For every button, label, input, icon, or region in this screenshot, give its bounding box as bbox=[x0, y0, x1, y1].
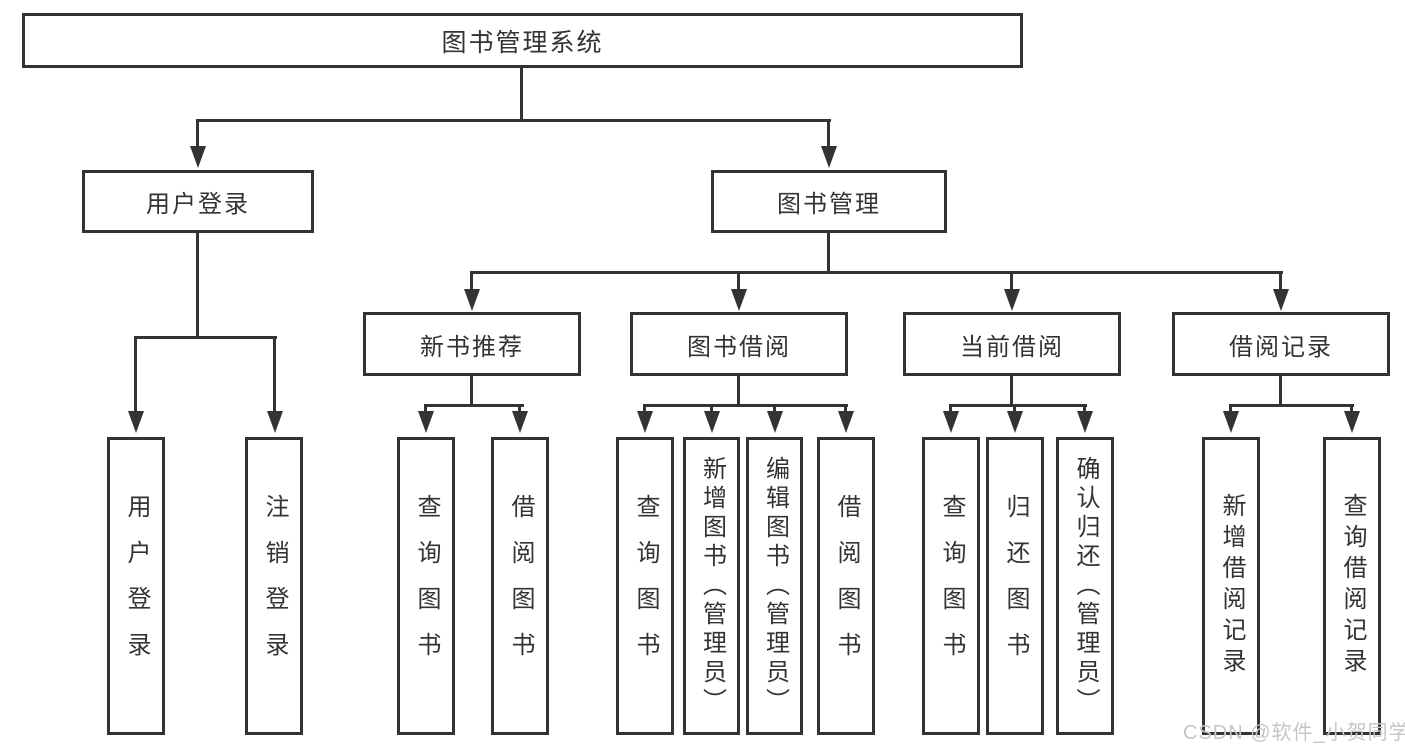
connector-line bbox=[643, 404, 646, 413]
connector-line bbox=[1083, 404, 1086, 413]
connector-line bbox=[424, 404, 427, 413]
arrowhead-icon bbox=[1004, 289, 1020, 311]
connector-line bbox=[273, 336, 276, 413]
leaf-label: 查询图书 bbox=[413, 494, 440, 678]
node-book-management: 图书管理 bbox=[711, 170, 947, 233]
arrowhead-icon bbox=[637, 411, 653, 433]
arrowhead-icon bbox=[190, 146, 206, 168]
leaf-label: 用户登录 bbox=[123, 494, 150, 678]
arrowhead-icon bbox=[1077, 411, 1093, 433]
connector-line bbox=[710, 404, 713, 413]
leaf-label: 查询借阅记录 bbox=[1339, 493, 1366, 679]
connector-line bbox=[1010, 271, 1013, 291]
leaf-label: 新增借阅记录 bbox=[1218, 493, 1245, 679]
connector-line bbox=[1350, 404, 1353, 413]
leaf-current-query-books: 查询图书 bbox=[922, 437, 980, 735]
leaf-label: 归还图书 bbox=[1002, 494, 1029, 678]
arrowhead-icon bbox=[128, 411, 144, 433]
leaf-logout: 注销登录 bbox=[245, 437, 303, 735]
leaf-borrow-add-books: 新增图书（管理员） bbox=[683, 437, 740, 735]
connector-line bbox=[196, 119, 199, 148]
connector-line bbox=[518, 404, 521, 413]
connector-line bbox=[844, 404, 847, 413]
connector-line bbox=[1010, 376, 1013, 407]
connector-line bbox=[827, 233, 830, 274]
connector-line bbox=[1013, 404, 1016, 413]
connector-line bbox=[470, 376, 473, 407]
node-book-borrowing: 图书借阅 bbox=[630, 312, 848, 376]
connector-line bbox=[827, 119, 830, 148]
node-new-book-recommend: 新书推荐 bbox=[363, 312, 581, 376]
connector-line bbox=[196, 119, 831, 122]
leaf-label: 查询图书 bbox=[938, 494, 965, 678]
connector-line bbox=[1279, 376, 1282, 407]
leaf-user-login: 用户登录 bbox=[107, 437, 165, 735]
leaf-current-return-books: 归还图书 bbox=[986, 437, 1044, 735]
connector-line bbox=[1229, 404, 1232, 413]
connector-line bbox=[470, 271, 1283, 274]
leaf-label: 查询图书 bbox=[632, 494, 659, 678]
arrowhead-icon bbox=[704, 411, 720, 433]
csdn-watermark: CSDN @软件_小贺同学 bbox=[1183, 722, 1405, 744]
leaf-borrow-edit-books: 编辑图书（管理员） bbox=[746, 437, 803, 735]
leaf-current-confirm-return: 确认归还（管理员） bbox=[1056, 437, 1114, 735]
connector-line bbox=[949, 404, 1087, 407]
arrowhead-icon bbox=[943, 411, 959, 433]
arrowhead-icon bbox=[1344, 411, 1360, 433]
leaf-label: 借阅图书 bbox=[507, 494, 534, 678]
arrowhead-icon bbox=[838, 411, 854, 433]
leaf-borrow-borrow-books: 借阅图书 bbox=[817, 437, 875, 735]
arrowhead-icon bbox=[1273, 289, 1289, 311]
connector-line bbox=[470, 271, 473, 291]
connector-line bbox=[196, 233, 199, 338]
connector-line bbox=[134, 336, 137, 413]
node-current-borrowing: 当前借阅 bbox=[903, 312, 1121, 376]
leaf-recommend-borrow-books: 借阅图书 bbox=[491, 437, 549, 735]
connector-line bbox=[737, 376, 740, 407]
connector-line bbox=[1229, 404, 1354, 407]
leaf-label: 确认归还（管理员） bbox=[1072, 455, 1099, 717]
arrowhead-icon bbox=[821, 146, 837, 168]
leaf-label: 新增图书（管理员） bbox=[698, 455, 726, 717]
connector-line bbox=[424, 404, 524, 407]
connector-line bbox=[773, 404, 776, 413]
node-borrowing-records: 借阅记录 bbox=[1172, 312, 1390, 376]
arrowhead-icon bbox=[731, 289, 747, 311]
node-user-login: 用户登录 bbox=[82, 170, 314, 233]
connector-line bbox=[134, 336, 277, 339]
arrowhead-icon bbox=[767, 411, 783, 433]
arrowhead-icon bbox=[1223, 411, 1239, 433]
node-root: 图书管理系统 bbox=[22, 13, 1023, 68]
arrowhead-icon bbox=[512, 411, 528, 433]
connector-line bbox=[737, 271, 740, 291]
connector-line bbox=[949, 404, 952, 413]
leaf-records-query-record: 查询借阅记录 bbox=[1323, 437, 1381, 735]
connector-line bbox=[520, 68, 523, 121]
arrowhead-icon bbox=[464, 289, 480, 311]
leaf-label: 借阅图书 bbox=[833, 494, 860, 678]
leaf-records-add-record: 新增借阅记录 bbox=[1202, 437, 1260, 735]
connector-line bbox=[643, 404, 848, 407]
arrowhead-icon bbox=[418, 411, 434, 433]
leaf-label: 编辑图书（管理员） bbox=[761, 455, 789, 717]
leaf-label: 注销登录 bbox=[261, 494, 288, 678]
arrowhead-icon bbox=[1007, 411, 1023, 433]
connector-line bbox=[1279, 271, 1282, 291]
leaf-borrow-query-books: 查询图书 bbox=[616, 437, 674, 735]
arrowhead-icon bbox=[267, 411, 283, 433]
leaf-recommend-query-books: 查询图书 bbox=[397, 437, 455, 735]
